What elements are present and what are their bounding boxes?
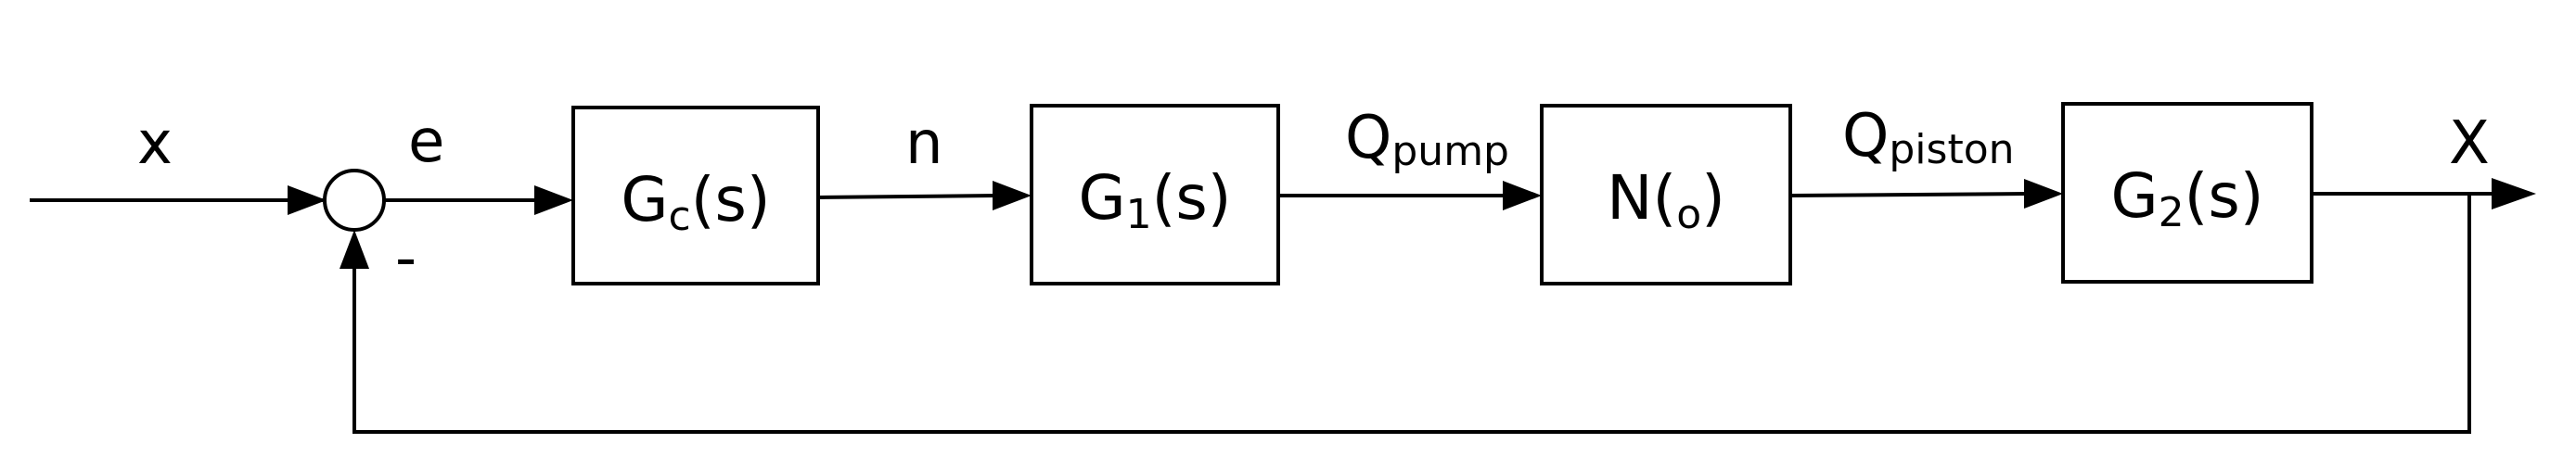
arrowhead-output — [2492, 178, 2536, 209]
block-n — [1540, 104, 1792, 285]
wire-n-to-g2 — [1789, 192, 2029, 197]
wire-gc-to-g1 — [817, 194, 997, 199]
block-n-label: N(o) — [1607, 162, 1725, 238]
signal-n-label: n — [905, 109, 943, 178]
block-g2-label: G2(s) — [2110, 160, 2263, 236]
arrowhead-to-n — [1503, 181, 1542, 210]
block-gc-label: Gc(s) — [621, 164, 770, 240]
arrowhead-feedback — [340, 230, 369, 269]
signal-input-label: x — [137, 109, 173, 178]
block-g1 — [1030, 104, 1280, 285]
signal-qpiston-label: Qpiston — [1842, 102, 2015, 173]
signal-qpump-label: Qpump — [1345, 104, 1509, 175]
signal-output-label: X — [2449, 109, 2490, 178]
arrowhead-to-g1 — [993, 181, 1032, 210]
block-gc — [571, 106, 820, 285]
block-g2 — [2061, 102, 2313, 284]
arrowhead-to-g2 — [2024, 179, 2063, 209]
block-g1-label: G1(s) — [1078, 162, 1231, 238]
arrowhead-input — [288, 185, 327, 215]
summing-minus-sign: - — [395, 224, 417, 293]
summing-junction — [323, 169, 386, 232]
arrowhead-to-gc — [534, 185, 573, 215]
feedback-path — [352, 194, 2471, 434]
signal-error-label: e — [408, 108, 444, 176]
